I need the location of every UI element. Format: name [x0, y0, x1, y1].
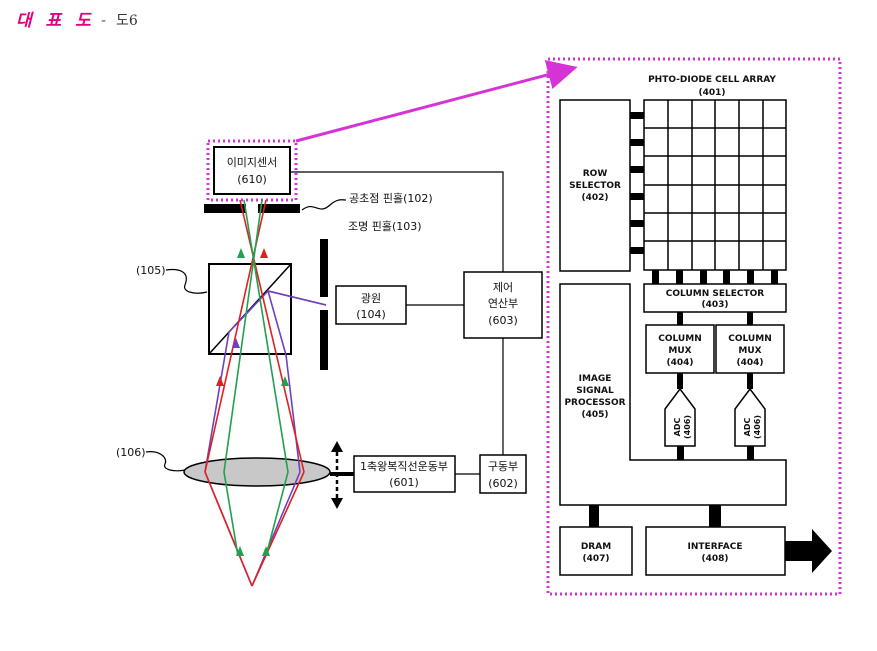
column-mux-2-line1: COLUMN [728, 334, 771, 344]
ray-arrowhead-2 [281, 376, 289, 386]
adc-1-output [677, 446, 684, 460]
ray-arrowhead-6 [262, 546, 270, 556]
interface-code: (408) [701, 554, 728, 564]
control-unit-line2: 연산부 [488, 297, 518, 310]
column-selector-name: COLUMN SELECTOR [666, 289, 765, 299]
confocal-pinhole-left [204, 204, 246, 213]
adc-2-connector [747, 373, 753, 389]
adc-2-code: (406) [753, 415, 762, 439]
header-figure: 도6 [116, 13, 138, 29]
linear-motion-name: 1축왕복직선운동부 [360, 460, 448, 473]
confocal-pinhole-right [258, 204, 300, 213]
ray-green-r [243, 199, 289, 473]
adc-1-connector [677, 373, 683, 389]
adc-1-shape [664, 387, 696, 447]
ray-arrowhead-7 [232, 338, 240, 348]
adc-2-output [747, 446, 754, 460]
column-mux-2-box [715, 324, 785, 374]
illum-pinhole-bottom [320, 310, 328, 370]
interface-connector [709, 505, 721, 527]
light-source-box [335, 285, 407, 325]
header-title: 대 표 도 [16, 11, 95, 31]
control-unit-code: (603) [488, 314, 518, 327]
linear-motion-code: (601) [389, 476, 419, 489]
column-mux-2-line2: MUX [738, 346, 761, 356]
ray-purple-down-r [285, 354, 301, 473]
ray-arrowhead-1 [216, 376, 224, 386]
lens-leader [145, 451, 186, 472]
mux-1-connector [677, 312, 683, 325]
ray-arrowhead-5 [236, 546, 244, 556]
sensor-detail-frame [546, 57, 842, 596]
lens-label: (106) [116, 446, 146, 459]
column-mux-1-box [645, 324, 715, 374]
dram-connector [589, 505, 599, 527]
array-title: PHTO-DIODE CELL ARRAY [648, 75, 776, 85]
array-code: (401) [698, 88, 725, 98]
column-mux-1-line1: COLUMN [658, 334, 701, 344]
confocal-pinhole-label: 공초점 핀홀(102) [349, 192, 433, 205]
dram-name: DRAM [581, 542, 611, 552]
column-selector-code: (403) [701, 300, 728, 310]
row-selector-line1: ROW [583, 169, 608, 179]
motion-arrow-down [331, 498, 343, 509]
drive-unit-code: (602) [488, 477, 518, 490]
ray-arrowhead-3 [237, 248, 245, 258]
header-separator: - [101, 13, 106, 29]
ray-purple-in-2 [266, 289, 327, 356]
image-sensor-name: 이미지센서 [227, 156, 278, 169]
ray-green-lower-r [265, 471, 289, 557]
isp-line1: IMAGE [579, 374, 612, 384]
isp-code: (405) [581, 410, 608, 420]
illum-pinhole-top [320, 239, 328, 297]
motion-arrow-up [331, 441, 343, 452]
isp-box [559, 283, 787, 506]
confocal-pinhole-leader [301, 199, 347, 211]
column-mux-2-code: (404) [736, 358, 763, 368]
row-selector-tabs [630, 112, 644, 254]
row-selector-box [559, 99, 631, 272]
ray-red-lower-l [204, 471, 253, 587]
ray-purple-down-l [204, 331, 230, 473]
beam-splitter-label: (105) [136, 264, 166, 277]
column-selector-box [643, 283, 787, 313]
mux-2-connector [747, 312, 753, 325]
image-sensor-code: (610) [237, 173, 267, 186]
zoom-arrow [295, 60, 578, 143]
isp-line3: PROCESSOR [564, 398, 625, 408]
column-tabs [652, 270, 778, 284]
isp-line2: SIGNAL [576, 386, 614, 396]
adc-2-name: ADC [743, 418, 752, 437]
column-mux-1-line2: MUX [668, 346, 691, 356]
adc-2-shape [734, 387, 766, 447]
photodiode-grid [643, 99, 787, 271]
adc-1-name: ADC [673, 418, 682, 437]
image-sensor-box [213, 146, 291, 195]
row-selector-line2: SELECTOR [569, 181, 621, 191]
ray-red-lower-r [251, 471, 305, 587]
ray-green-lower-l [223, 471, 239, 557]
control-unit-line1: 제어 [493, 281, 513, 294]
ray-green-l [223, 199, 263, 473]
dram-code: (407) [582, 554, 609, 564]
drive-unit-name: 구동부 [488, 460, 518, 473]
column-mux-1-code: (404) [666, 358, 693, 368]
light-source-code: (104) [356, 308, 386, 321]
row-selector-code: (402) [581, 193, 608, 203]
light-source-name: 광원 [361, 292, 381, 305]
interface-box [645, 526, 786, 576]
interface-output-arrow [785, 529, 832, 573]
beam-splitter-leader [165, 268, 208, 294]
image-sensor-highlight [206, 139, 298, 202]
interface-name: INTERFACE [688, 542, 743, 552]
sensor-control-line [290, 171, 504, 272]
illum-pinhole-label: 조명 핀홀(103) [348, 220, 422, 233]
dram-box [559, 526, 633, 576]
ray-arrowhead-4 [260, 248, 268, 258]
adc-1-code: (406) [683, 415, 692, 439]
